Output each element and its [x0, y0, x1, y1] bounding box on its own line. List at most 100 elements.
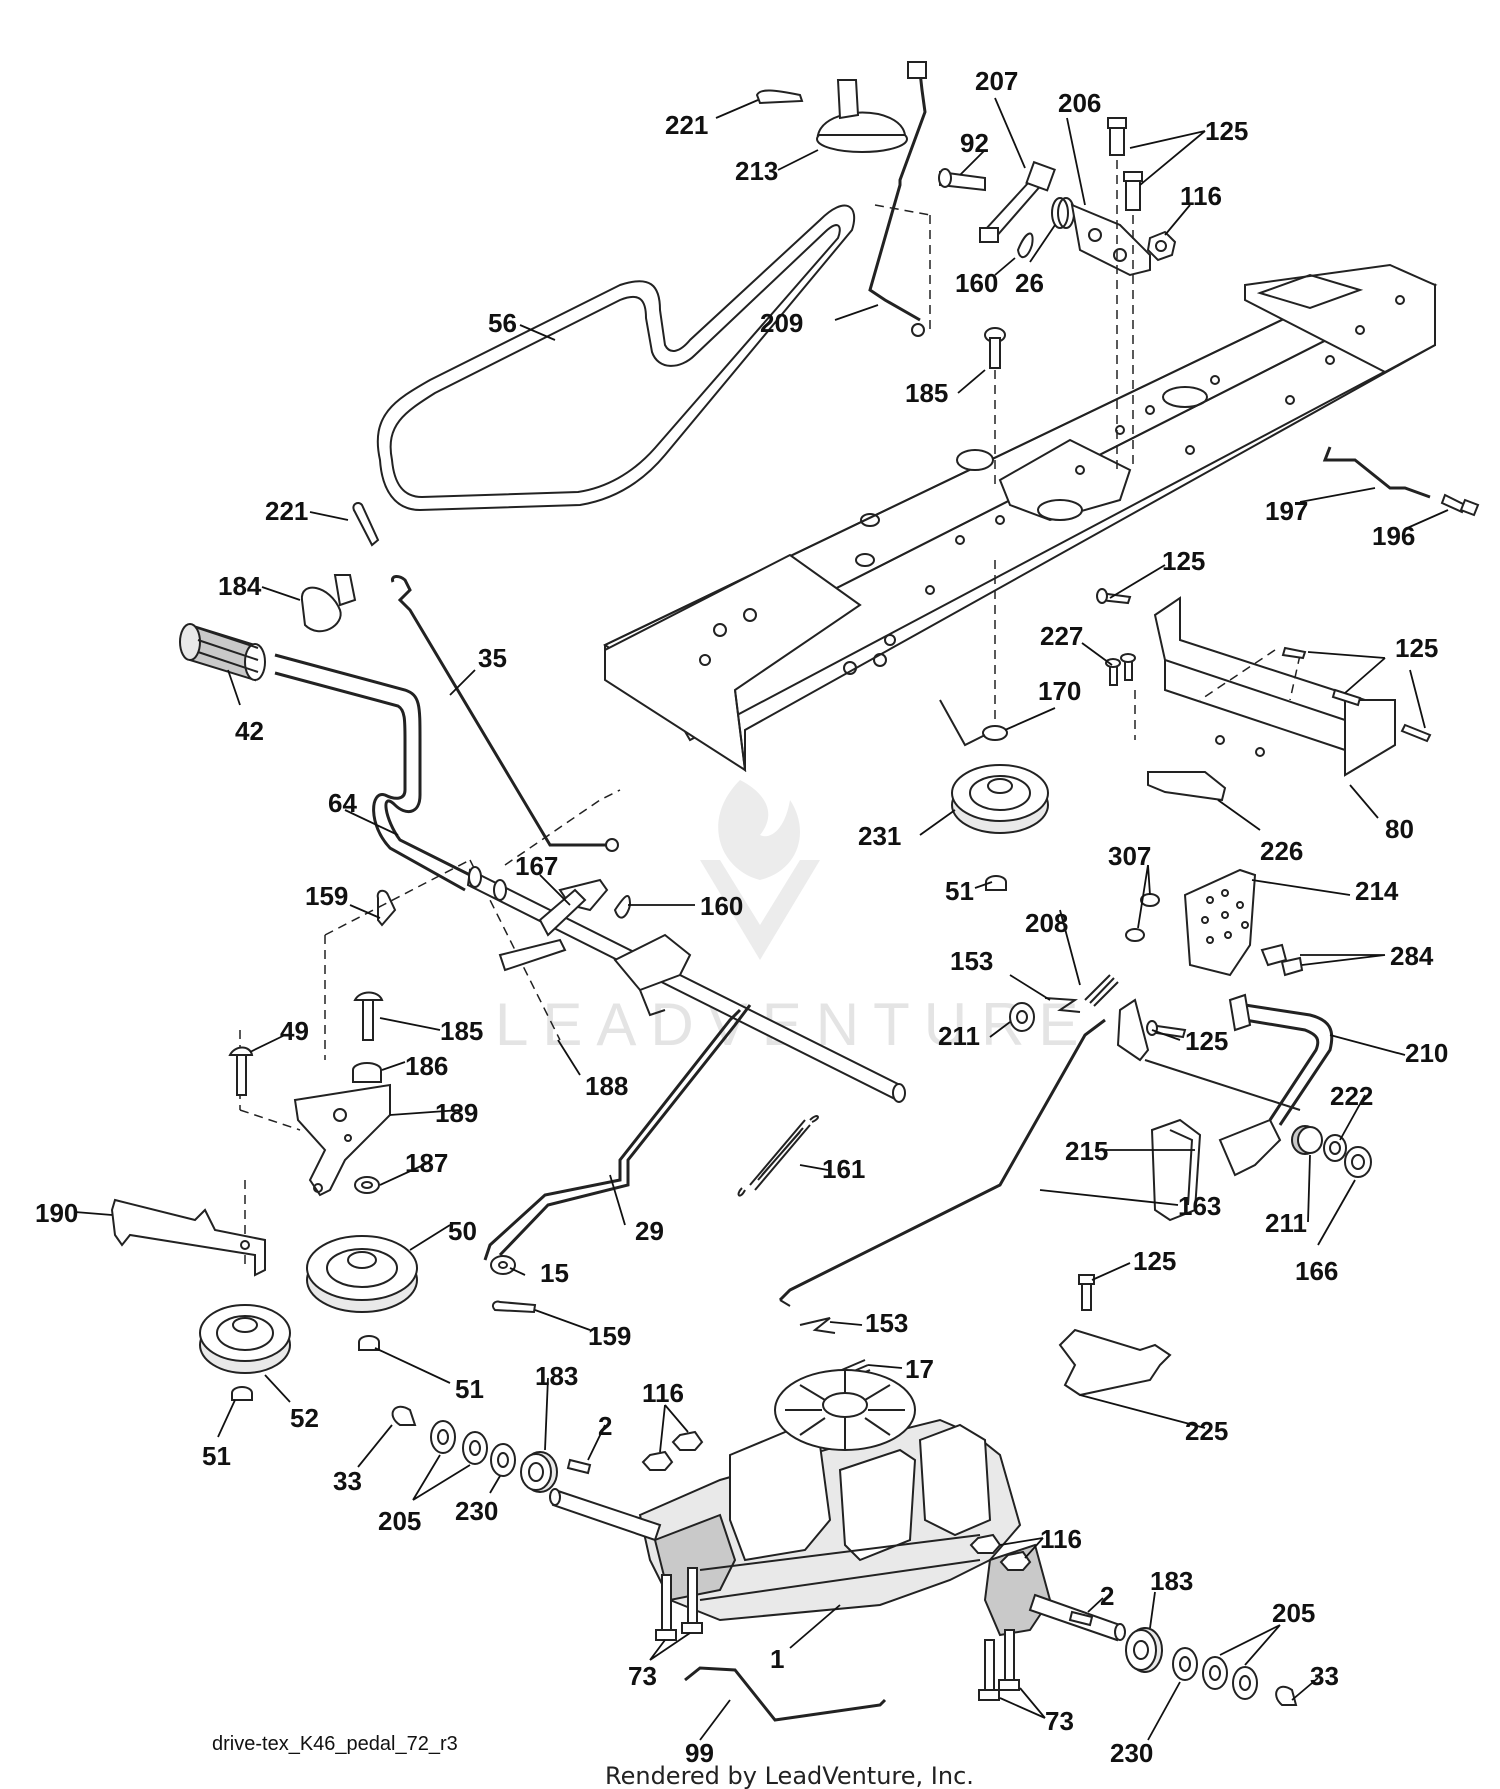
- callout-221: 221: [265, 496, 308, 526]
- callout-56: 56: [488, 308, 517, 338]
- fan: [774, 1369, 916, 1451]
- callout-170: 170: [1038, 676, 1081, 706]
- callout-153: 153: [865, 1308, 908, 1338]
- callout-153: 153: [950, 946, 993, 976]
- callout-213: 213: [735, 156, 778, 186]
- callout-189: 189: [435, 1098, 478, 1128]
- bolts-125-top: [1107, 117, 1143, 211]
- callout-73: 73: [1045, 1706, 1074, 1736]
- pulley-50: [306, 1235, 418, 1313]
- pulley-231: [951, 764, 1049, 834]
- callout-209: 209: [760, 308, 803, 338]
- clip-160-top: [1016, 232, 1034, 259]
- arm-167: [498, 878, 609, 972]
- nut-51-mid: [358, 1335, 380, 1351]
- callout-230: 230: [1110, 1738, 1153, 1768]
- callout-221: 221: [665, 110, 708, 140]
- bolts-73-right: [978, 1629, 1020, 1701]
- callout-64: 64: [328, 788, 357, 818]
- callout-29: 29: [635, 1216, 664, 1246]
- nuts-116-left: [641, 1430, 704, 1471]
- rod-209: [868, 61, 927, 337]
- plate-189: [293, 1083, 391, 1197]
- screw-125-b: [1096, 588, 1132, 605]
- pin-221-mid: [352, 502, 380, 547]
- bolt-185-lower: [353, 991, 384, 1041]
- callout-labels: 221 213 56 209 207 92 160 26 206 125 116…: [35, 66, 1448, 1768]
- spring-26: [1051, 197, 1075, 229]
- grip-42: [179, 623, 266, 682]
- rod-197: [1322, 446, 1431, 499]
- callout-186: 186: [405, 1051, 448, 1081]
- callout-125: 125: [1133, 1246, 1176, 1276]
- bushing-211-a: [1009, 1002, 1035, 1032]
- washer-15: [490, 1255, 516, 1275]
- callout-125: 125: [1162, 546, 1205, 576]
- callout-211: 211: [1265, 1208, 1307, 1238]
- callout-185: 185: [440, 1016, 483, 1046]
- watermark-text: LEADVENTURE: [495, 991, 1092, 1058]
- callout-210: 210: [1405, 1038, 1448, 1068]
- callout-49: 49: [280, 1016, 309, 1046]
- pedal-bracket: [1153, 596, 1396, 777]
- callout-2: 2: [598, 1411, 612, 1441]
- bushing-186: [352, 1062, 382, 1083]
- belt-56: [376, 204, 856, 512]
- bolts-73-left: [655, 1567, 703, 1641]
- screws-125-c: [1281, 646, 1432, 743]
- callout-205: 205: [378, 1506, 421, 1536]
- callout-159: 159: [305, 881, 348, 911]
- key-2-right: [1068, 1610, 1094, 1627]
- callout-196: 196: [1372, 521, 1415, 551]
- callout-197: 197: [1265, 496, 1308, 526]
- callout-125: 125: [1185, 1026, 1228, 1056]
- callout-52: 52: [290, 1403, 319, 1433]
- callout-160: 160: [700, 891, 743, 921]
- leader-lines: [74, 97, 1449, 1741]
- callout-230: 230: [455, 1496, 498, 1526]
- assembly-lines: [239, 160, 1301, 1270]
- axle-left: [549, 1488, 662, 1542]
- callout-166: 166: [1295, 1256, 1338, 1286]
- callout-222: 222: [1330, 1081, 1373, 1111]
- spring-161: [737, 1115, 819, 1197]
- callout-73: 73: [628, 1661, 657, 1691]
- rendered-by: Rendered by LeadVenture, Inc.: [605, 1762, 974, 1789]
- callout-167: 167: [515, 851, 558, 881]
- callout-284: 284: [1390, 941, 1434, 971]
- shield-190: [110, 1198, 266, 1277]
- ring-33-right: [1275, 1685, 1298, 1706]
- ring-33-left: [391, 1405, 417, 1426]
- callout-231: 231: [858, 821, 901, 851]
- diagram-id: drive-tex_K46_pedal_72_r3: [212, 1733, 458, 1755]
- bolt-196: [1440, 493, 1480, 517]
- rod-99: [684, 1666, 887, 1722]
- clips-284: [1260, 943, 1304, 977]
- clip-160-mid: [613, 895, 632, 919]
- bracket-188: [613, 933, 692, 1017]
- bracket-206: [1070, 203, 1151, 277]
- shaft-main: [466, 866, 906, 1103]
- nut-116-top: [1146, 230, 1177, 262]
- pin-221-top: [755, 89, 804, 105]
- callout-208: 208: [1025, 908, 1068, 938]
- clip-153-top: [1044, 997, 1081, 1013]
- pedal-pad-214: [1183, 868, 1257, 977]
- washer-222: [1323, 1134, 1347, 1162]
- callout-190: 190: [35, 1198, 78, 1228]
- cover-215: [1150, 1118, 1202, 1222]
- callout-207: 207: [975, 66, 1018, 96]
- pin-125-d: [1146, 1020, 1187, 1039]
- callout-161: 161: [822, 1154, 865, 1184]
- knob-213: [816, 79, 908, 153]
- bolt-185-upper: [984, 327, 1006, 369]
- lever-207: [979, 160, 1056, 243]
- washers-205-left: [430, 1420, 488, 1465]
- callout-80: 80: [1385, 814, 1414, 844]
- callout-187: 187: [405, 1148, 448, 1178]
- bushing-211-b: [1291, 1125, 1323, 1155]
- nuts-116-right: [969, 1533, 1032, 1571]
- callout-99: 99: [685, 1738, 714, 1768]
- bolts-227: [1105, 653, 1136, 686]
- watermark: LEADVENTURE: [495, 780, 1092, 1058]
